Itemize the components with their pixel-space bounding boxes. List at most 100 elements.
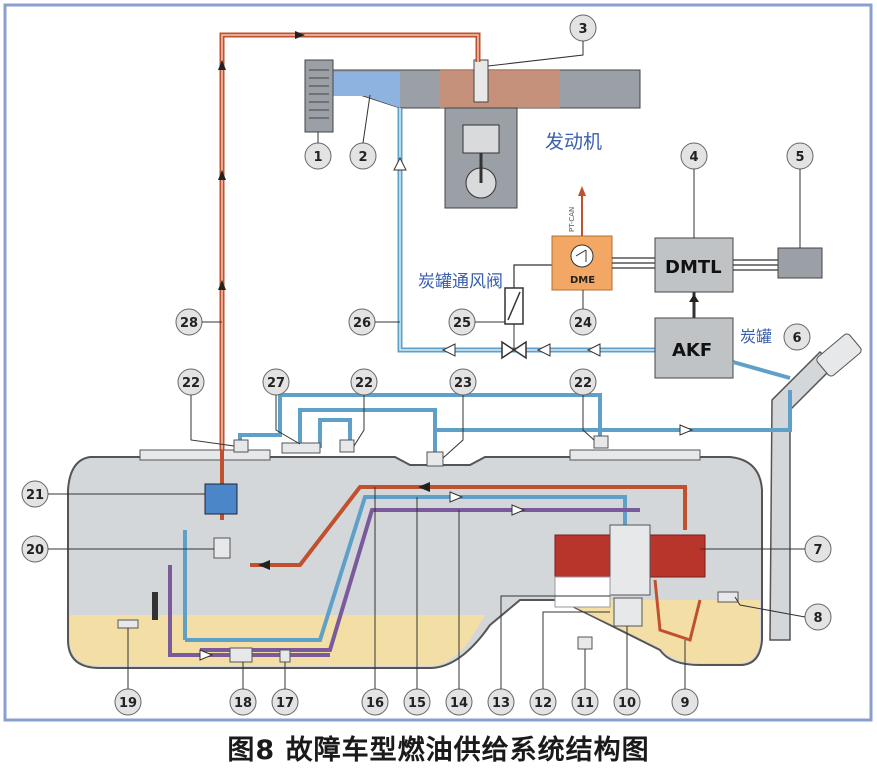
pressure-valve-20 [213,537,231,559]
callout-7: 7 [804,535,832,563]
figure-caption: 图8 故障车型燃油供给系统结构图 [227,735,650,766]
callout-23: 23 [449,368,477,396]
svg-text:18: 18 [234,696,252,711]
svg-text:28: 28 [180,316,198,331]
callout-22a: 22 [177,368,205,396]
canister-label: 炭罐 [740,327,772,346]
svg-text:8: 8 [813,611,822,626]
air-filter [304,59,334,133]
svg-text:26: 26 [353,316,371,331]
svg-text:25: 25 [453,316,471,331]
callout-15: 15 [403,688,431,716]
svg-text:24: 24 [574,316,592,331]
fuel-filter-21 [204,483,238,515]
callout-14: 14 [445,688,473,716]
callout-20: 20 [21,535,49,563]
supply-line-16 [250,485,687,567]
callout-1: 1 [304,142,332,170]
callout-12: 12 [529,688,557,716]
svg-text:22: 22 [182,376,200,391]
svg-text:20: 20 [26,543,44,558]
vent-valve-23 [426,451,444,467]
engine-piston [462,124,500,154]
callout-2: 2 [349,142,377,170]
svg-text:9: 9 [680,696,689,711]
arrow-left-icon [536,343,551,357]
callout-11: 11 [571,688,599,716]
akf-label: AKF [672,340,712,361]
svg-text:14: 14 [450,696,468,711]
rail-heat-gradient [440,70,560,108]
flange-right [569,449,701,461]
svg-text:19: 19 [119,696,137,711]
svg-text:22: 22 [355,376,373,391]
svg-text:27: 27 [267,376,285,391]
callout-25: 25 [448,308,476,336]
sensor-11 [577,636,593,650]
ptcan-label: PT-CAN [568,207,576,232]
svg-text:7: 7 [813,543,822,558]
callout-4: 4 [680,142,708,170]
dmtl-label: DMTL [665,257,722,278]
callout-5: 5 [786,142,814,170]
arrow-left-icon [441,343,456,357]
level-sensor-19 [117,619,139,629]
flange-left [139,449,271,461]
svg-text:5: 5 [795,150,804,165]
return-line-14 [200,508,640,652]
dme-label: DME [570,275,595,286]
svg-text:3: 3 [578,22,587,37]
pump-10 [613,597,643,627]
vent-line-top [238,393,602,448]
svg-text:6: 6 [792,331,801,346]
svg-text:4: 4 [689,150,698,165]
akf-box [654,317,734,379]
svg-text:21: 21 [26,488,44,503]
callout-19: 19 [114,688,142,716]
callout-8: 8 [804,603,832,631]
vent-line-akf-neck [732,360,791,380]
callout-13: 13 [487,688,515,716]
callout-28: 28 [175,308,203,336]
dust-filter [777,247,823,279]
svg-text:11: 11 [576,696,594,711]
svg-text:22: 22 [574,376,592,391]
arrow-up-icon [393,156,407,171]
valve-17 [279,649,291,663]
vent-valve-27 [281,442,321,454]
callout-17: 17 [271,688,299,716]
callout-6: 6 [783,323,811,351]
callout-markers: 1 2 3 4 5 6 7 8 9 10 11 12 13 14 15 16 1… [21,14,832,716]
callout-27: 27 [262,368,290,396]
valve-18 [229,647,253,663]
vent-valve-22a [233,439,249,453]
svg-text:17: 17 [276,696,294,711]
callout-22b: 22 [350,368,378,396]
svg-text:23: 23 [454,376,472,391]
callout-3: 3 [569,14,597,42]
callout-22c: 22 [569,368,597,396]
callout-21: 21 [21,480,49,508]
injector [473,59,489,103]
callout-10: 10 [613,688,641,716]
engine-label: 发动机 [545,131,602,153]
vent-valve-22b [339,439,355,453]
vent-valve-22c [593,435,609,449]
svg-text:15: 15 [408,696,426,711]
svg-text:1: 1 [313,150,322,165]
arrow-left-icon [586,343,601,357]
callout-18: 18 [229,688,257,716]
callout-16: 16 [361,688,389,716]
callout-9: 9 [671,688,699,716]
svg-text:12: 12 [534,696,552,711]
return-line-18 [168,565,330,657]
svg-text:16: 16 [366,696,384,711]
svg-text:13: 13 [492,696,510,711]
svg-text:2: 2 [358,150,367,165]
leader-lines [48,41,806,689]
float-8 [717,591,739,603]
svg-text:10: 10 [618,696,636,711]
canister-vent-label: 炭罐通风阀 [418,272,503,292]
callout-24: 24 [569,308,597,336]
